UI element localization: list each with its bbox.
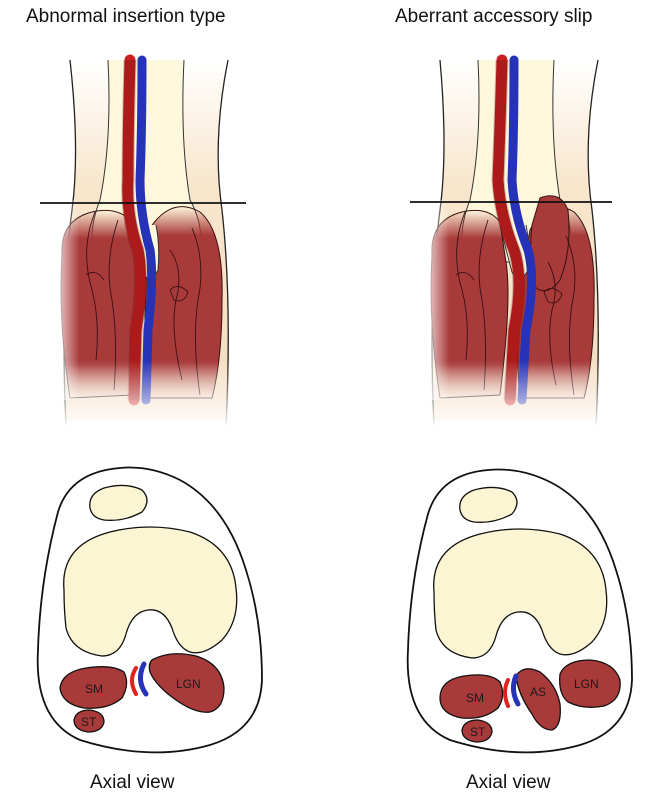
left-axial-view: SM ST LGN [38, 468, 262, 753]
left-caption: Axial view [90, 772, 174, 794]
right-axial-view: SM ST AS LGN [408, 470, 632, 753]
left-lgn-label: LGN [176, 677, 201, 691]
right-as-label: AS [530, 685, 546, 699]
right-st-label: ST [470, 725, 486, 739]
left-st-label: ST [81, 715, 97, 729]
left-knee-illustration [40, 60, 246, 430]
right-sm-label: SM [466, 691, 484, 705]
right-caption: Axial view [466, 772, 550, 794]
right-knee-illustration [410, 60, 612, 430]
right-lgn-label: LGN [574, 677, 599, 691]
left-sm-label: SM [85, 682, 103, 696]
